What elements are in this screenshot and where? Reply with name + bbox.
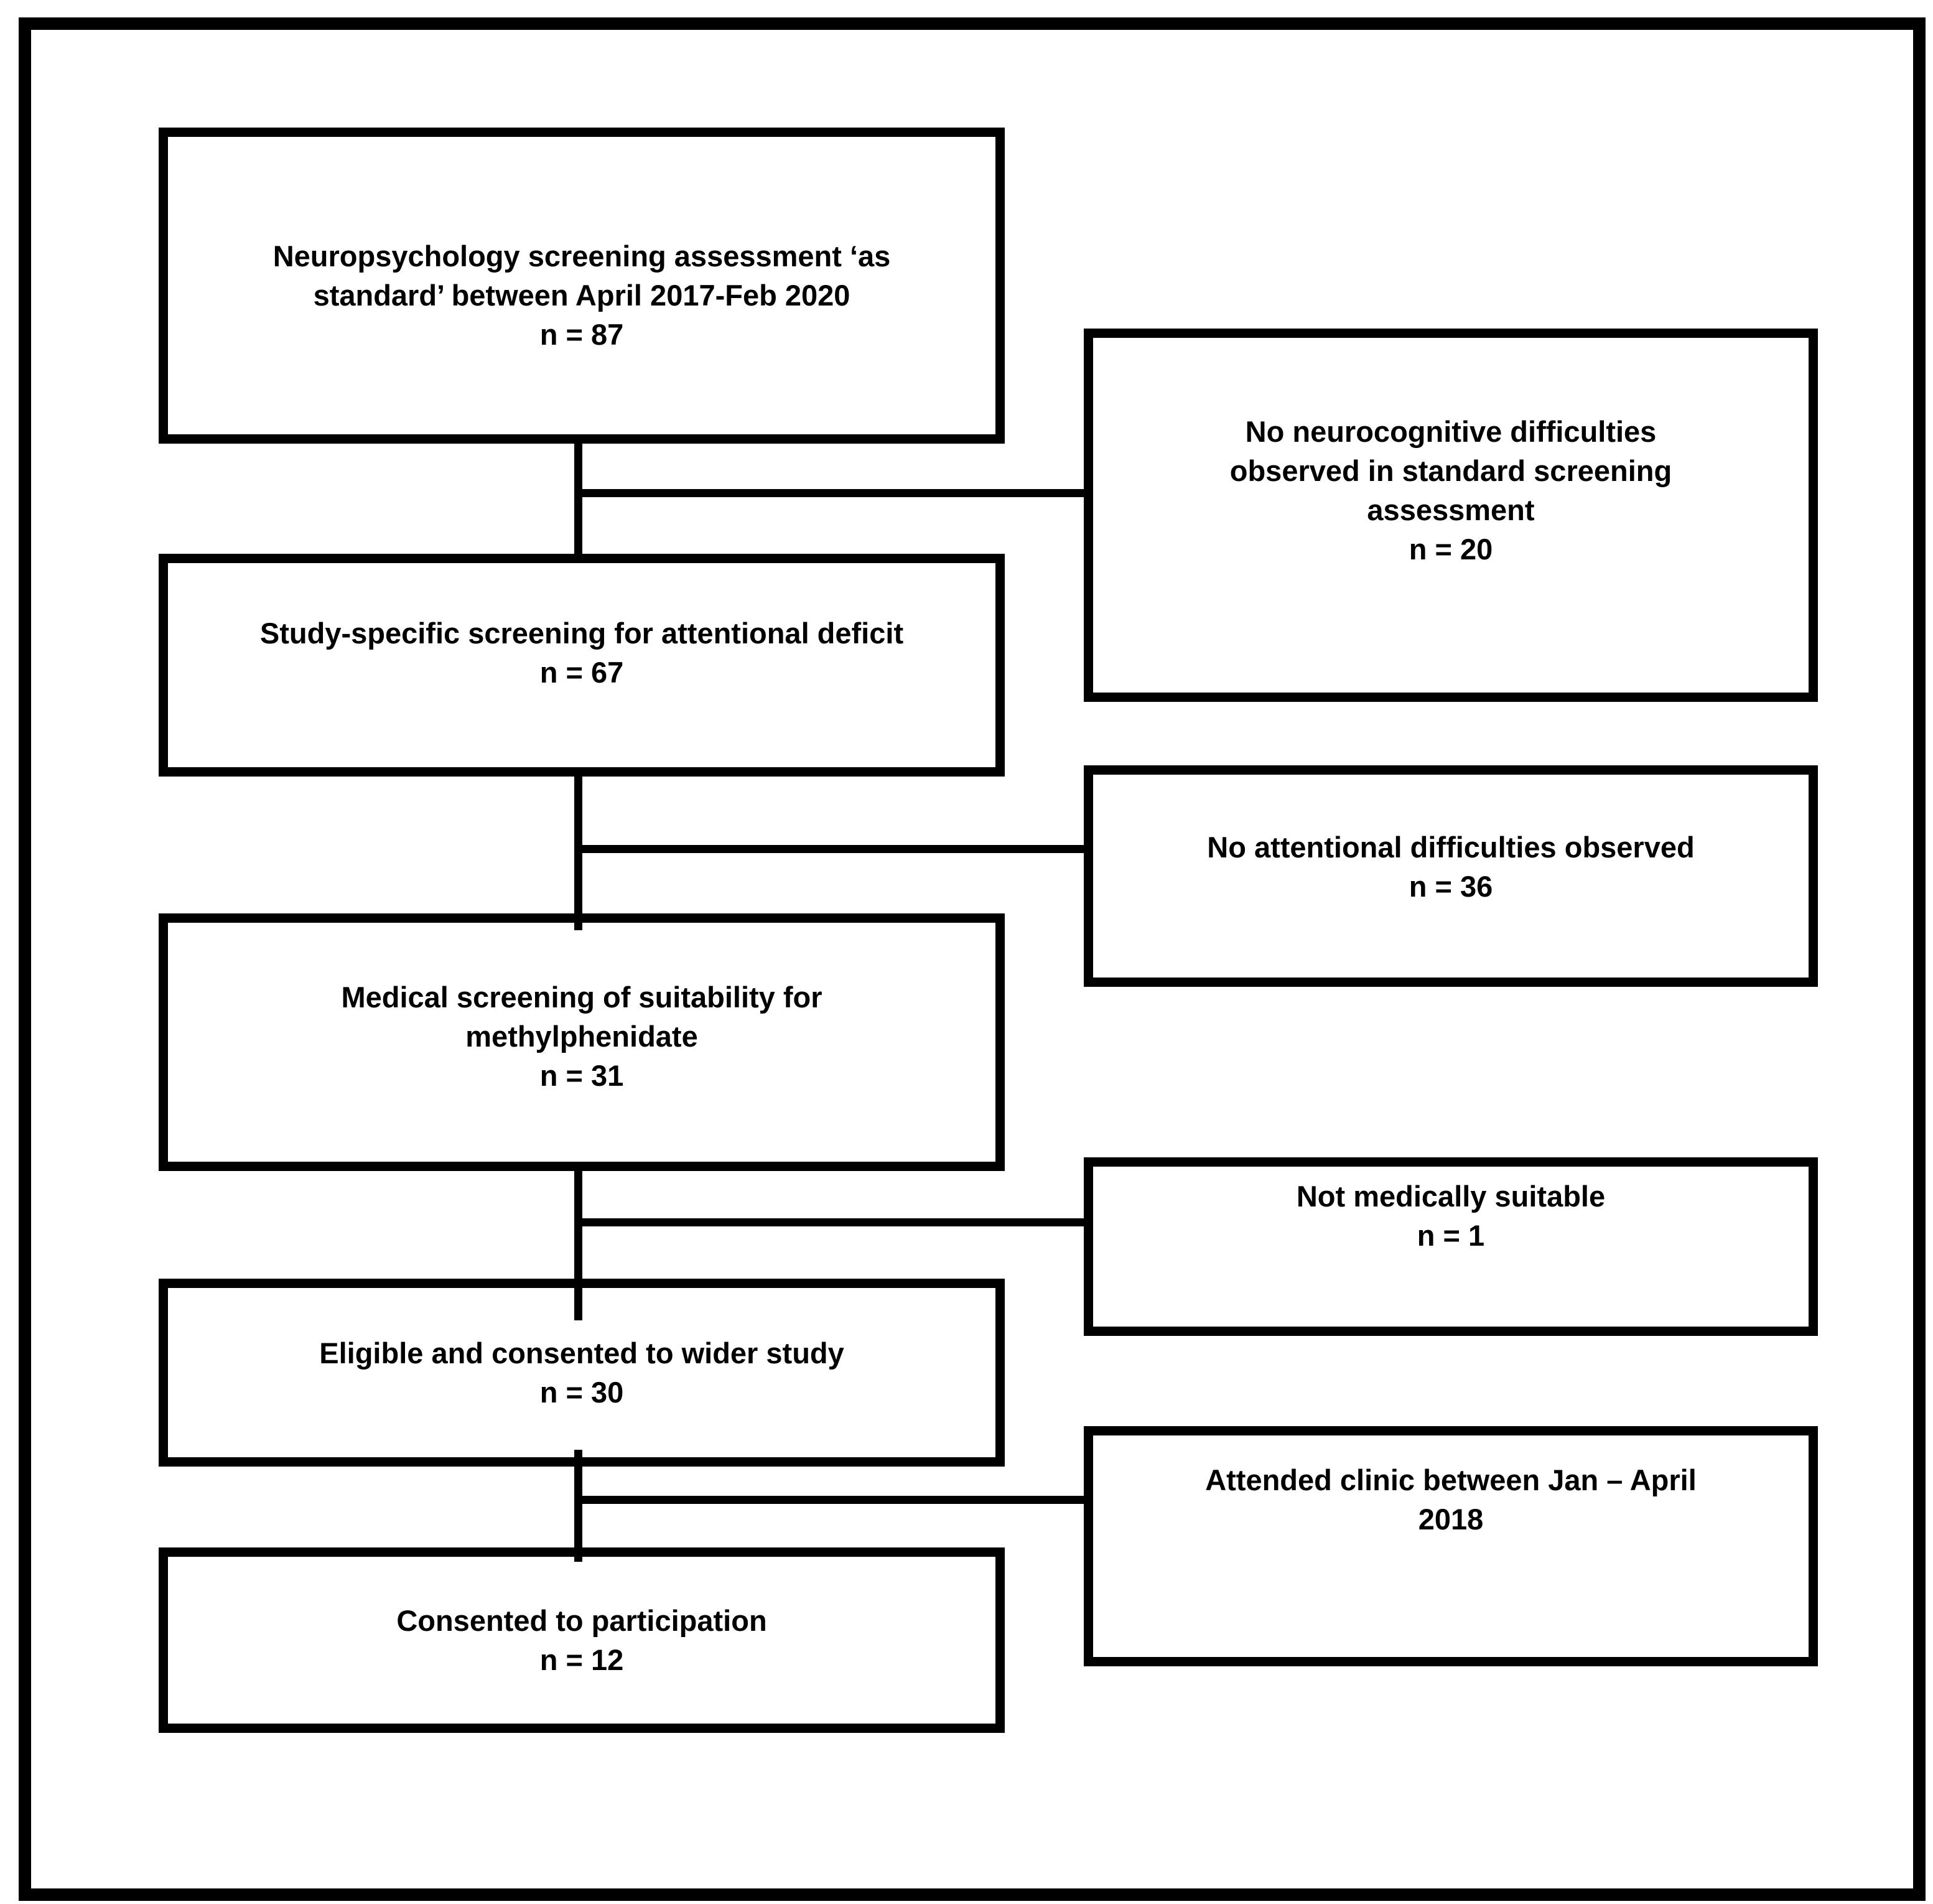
text-line: n = 1 [1417, 1218, 1485, 1252]
connector-branch-3 [578, 1218, 1084, 1226]
text-line: methylphenidate [465, 1019, 698, 1053]
exclusion-box-attended-clinic: Attended clinic between Jan – April 2018 [1084, 1426, 1818, 1666]
box-text: Study-specific screening for attentional… [168, 614, 995, 717]
exclusion-box-not-medically-suitable: Not medically suitable n = 1 [1084, 1157, 1818, 1336]
text-line: Neuropsychology screening assessment ‘as [272, 239, 891, 273]
box-text: No neurocognitive difficulties observed … [1093, 412, 1809, 618]
text-line: Medical screening of suitability for [341, 980, 822, 1014]
text-line: n = 30 [539, 1376, 624, 1409]
box-text: Neuropsychology screening assessment ‘as… [168, 218, 995, 354]
text-line: Eligible and consented to wider study [319, 1337, 844, 1370]
box-text: Medical screening of suitability for met… [168, 978, 995, 1108]
text-line: Attended clinic between Jan – April [1205, 1463, 1697, 1496]
exclusion-box-no-neurocognitive-difficulties: No neurocognitive difficulties observed … [1084, 329, 1818, 702]
flow-box-eligible-consented: Eligible and consented to wider study n … [159, 1279, 1005, 1467]
connector-branch-4 [578, 1496, 1084, 1504]
connector-branch-1 [578, 489, 1084, 497]
box-text: Attended clinic between Jan – April 2018 [1093, 1460, 1809, 1632]
connector-vertical-4 [574, 1450, 582, 1562]
text-line: n = 20 [1409, 533, 1493, 566]
text-line: Study-specific screening for attentional… [259, 617, 904, 650]
text-line: Consented to participation [396, 1604, 767, 1637]
figure-outer-border [19, 17, 1926, 1901]
text-line: No neurocognitive difficulties [1245, 415, 1657, 448]
text-line: n = 31 [539, 1058, 624, 1092]
connector-branch-2 [578, 845, 1084, 853]
flow-box-consented-participation: Consented to participation n = 12 [159, 1547, 1005, 1733]
text-line: n = 87 [539, 317, 624, 351]
exclusion-box-no-attentional-difficulties: No attentional difficulties observed n =… [1084, 765, 1818, 987]
connector-vertical-3 [574, 1165, 582, 1320]
connector-vertical-1 [574, 439, 582, 563]
text-line: observed in standard screening [1229, 454, 1672, 487]
flow-box-study-specific-screening: Study-specific screening for attentional… [159, 554, 1005, 777]
text-line: n = 12 [539, 1643, 624, 1676]
text-line: 2018 [1418, 1503, 1484, 1536]
box-text: No attentional difficulties observed n =… [1093, 828, 1809, 925]
text-line: Not medically suitable [1296, 1179, 1606, 1213]
text-line: n = 36 [1409, 870, 1493, 903]
box-text: Consented to participation n = 12 [168, 1601, 995, 1679]
text-line: standard’ between April 2017-Feb 2020 [313, 278, 850, 312]
text-line: No attentional difficulties observed [1207, 831, 1695, 864]
text-line: assessment [1367, 493, 1535, 526]
flow-box-neuropsychology-screening: Neuropsychology screening assessment ‘as… [159, 128, 1005, 444]
box-text: Not medically suitable n = 1 [1093, 1177, 1809, 1317]
box-text: Eligible and consented to wider study n … [168, 1333, 995, 1412]
flow-box-medical-screening: Medical screening of suitability for met… [159, 913, 1005, 1171]
text-line: n = 67 [539, 656, 624, 689]
